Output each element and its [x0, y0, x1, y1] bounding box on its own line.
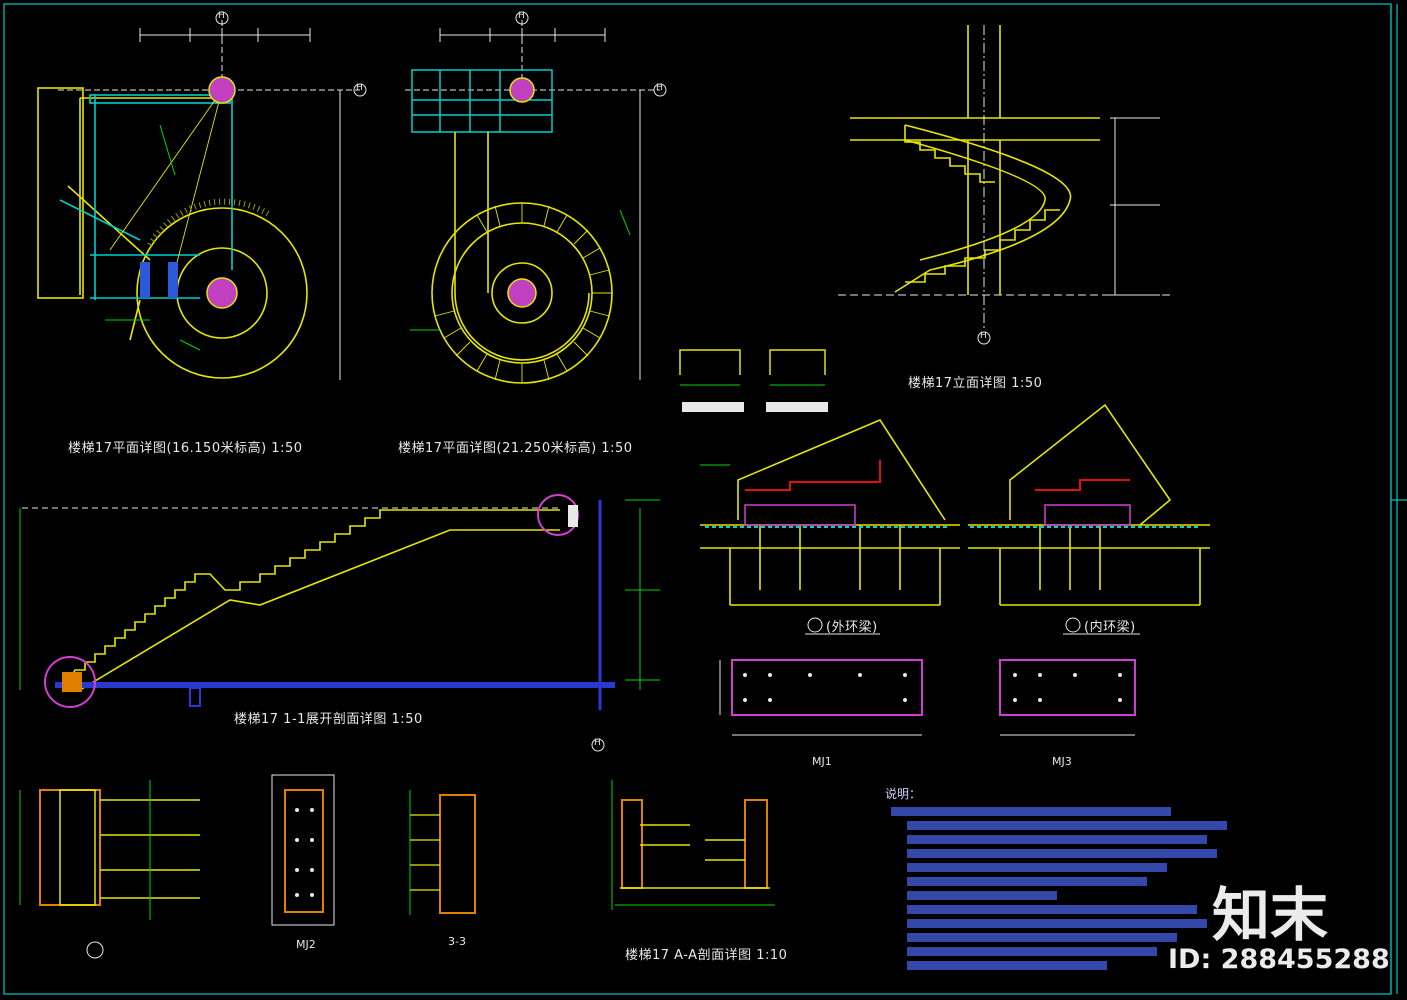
inner-ring-beam-title: (内环梁)	[1084, 620, 1136, 635]
plan-16150-title: 楼梯17平面详图(16.150米标高) 1:50	[68, 441, 303, 456]
mj2-detail	[271, 774, 335, 926]
general-notes: 说明：	[885, 785, 1245, 970]
axis-mark-h-5	[977, 331, 991, 345]
note-text-block	[891, 807, 1171, 816]
axis-mark-h-6	[591, 738, 605, 752]
axis-mark-h-2	[353, 83, 367, 97]
section-a-a	[611, 780, 775, 910]
axis-label-h-1: H	[218, 11, 225, 21]
axis-label-h-4: H	[656, 83, 663, 93]
outer-ring-beam-title: (外环梁)	[826, 620, 878, 635]
note-text-block	[907, 877, 1147, 886]
drawing-frame	[3, 3, 1407, 995]
note-text-block	[907, 961, 1107, 970]
mj1-title: MJ1	[812, 755, 832, 768]
watermark-brand: 知末	[1212, 881, 1329, 949]
note-text-block	[907, 919, 1207, 928]
plan-21250-title: 楼梯17平面详图(21.250米标高) 1:50	[398, 441, 633, 456]
note-text-block	[907, 863, 1167, 872]
axis-label-h-2: H	[356, 83, 363, 93]
plan-16150	[37, 11, 367, 380]
section-1-1	[19, 494, 660, 752]
axis-mark-h-1	[215, 11, 229, 25]
watermark-id: ID: 288455288	[1168, 944, 1390, 975]
axis-label-h-5: H	[980, 331, 987, 341]
note-text-block	[907, 849, 1217, 858]
note-text-block	[907, 821, 1227, 830]
note-text-block	[907, 835, 1207, 844]
elevation-title: 楼梯17立面详图 1:50	[908, 376, 1043, 391]
axis-label-h-6: H	[594, 738, 601, 748]
inner-ring-beam-detail	[968, 403, 1210, 635]
axis-label-h-3: H	[518, 11, 525, 21]
section-1-1-title: 楼梯17 1-1展开剖面详图 1:50	[234, 712, 423, 727]
note-text-block	[907, 891, 1057, 900]
mj3-title: MJ3	[1052, 755, 1072, 768]
outer-ring-beam-detail	[700, 419, 960, 635]
note-text-block	[907, 947, 1157, 956]
embed-detail-left	[19, 780, 200, 959]
plan1-treads	[147, 198, 272, 247]
note-text-block	[907, 905, 1197, 914]
section-3-3-detail	[409, 790, 476, 915]
plan2-radial-treads	[434, 203, 612, 383]
axis-mark-h-3	[515, 11, 529, 25]
elevation-view	[838, 25, 1170, 345]
mj2-title: MJ2	[296, 938, 316, 951]
section-3-3-title: 3-3	[448, 935, 466, 948]
mj1-plate	[719, 659, 923, 736]
small-details	[679, 349, 828, 412]
axis-mark-h-4	[653, 83, 667, 97]
note-text-block	[907, 933, 1177, 942]
plan-21250	[405, 11, 667, 384]
mj3-plate	[999, 659, 1136, 736]
section-a-a-title: 楼梯17 A-A剖面详图 1:10	[625, 948, 788, 963]
notes-heading: 说明：	[885, 787, 922, 801]
